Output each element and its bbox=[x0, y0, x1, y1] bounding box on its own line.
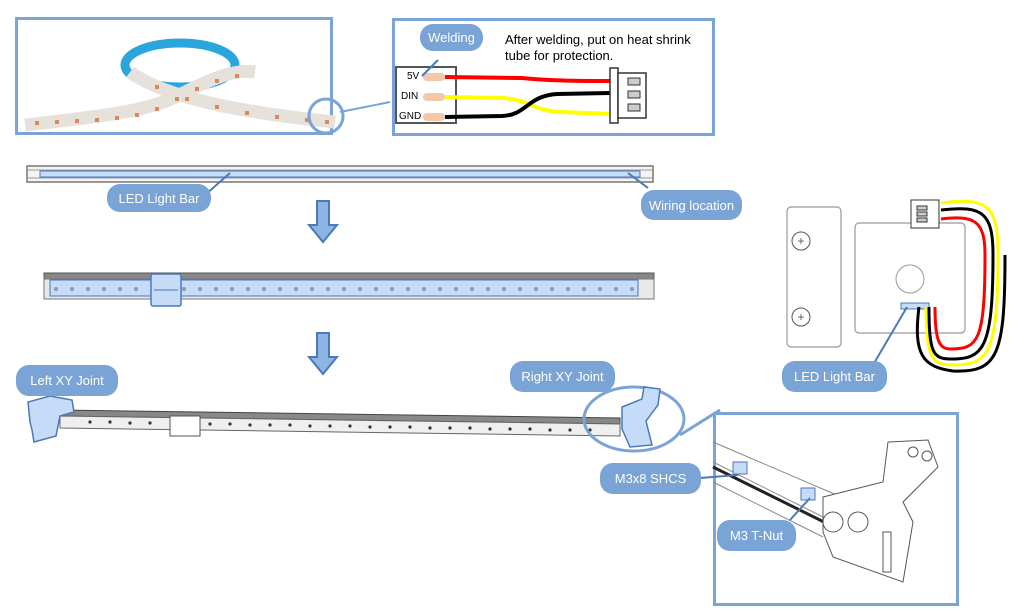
pin-label-gnd: GND bbox=[399, 111, 422, 122]
wiring-drawing bbox=[421, 59, 647, 124]
profile-side-view: + + bbox=[786, 199, 1007, 373]
down-arrow-icon bbox=[306, 332, 340, 376]
m3-t-nut-callout: M3 T-Nut bbox=[717, 520, 796, 551]
detail-drawing bbox=[712, 439, 939, 583]
svg-text:+: + bbox=[797, 310, 804, 324]
pin-label-5v: 5V bbox=[407, 71, 420, 82]
strip-pad-box bbox=[395, 66, 457, 124]
left-xy-joint-callout: Left XY Joint bbox=[16, 365, 118, 396]
detail-panel bbox=[712, 412, 959, 606]
right-xy-joint-callout: Right XY Joint bbox=[510, 361, 615, 392]
wiring-location-callout: Wiring location bbox=[641, 190, 742, 220]
welding-callout: Welding bbox=[420, 24, 483, 51]
full-rail-assembly-step3 bbox=[27, 395, 621, 443]
callout-leaders-detail bbox=[699, 474, 811, 521]
rail-with-light-bar-step2 bbox=[43, 272, 655, 307]
welding-panel: 5V DIN GND Welding After welding, put on… bbox=[392, 18, 715, 136]
welding-note: After welding, put on heat shrink tube f… bbox=[505, 32, 691, 63]
strip-to-welding-connector-line bbox=[339, 101, 391, 113]
led-strip-panel bbox=[15, 17, 345, 135]
svg-text:+: + bbox=[797, 234, 804, 248]
light-bar-rail-step1 bbox=[26, 165, 654, 183]
led-light-bar-callout: LED Light Bar bbox=[107, 184, 211, 212]
right-joint-highlight-circle bbox=[582, 385, 686, 453]
m3x8-shcs-callout: M3x8 SHCS bbox=[600, 463, 701, 494]
pin-label-din: DIN bbox=[401, 91, 419, 102]
strip-end-highlight-circle bbox=[307, 97, 345, 135]
down-arrow-icon bbox=[306, 200, 340, 244]
side-view-led-light-bar-callout: LED Light Bar bbox=[782, 361, 887, 392]
led-strip-image bbox=[24, 38, 336, 132]
